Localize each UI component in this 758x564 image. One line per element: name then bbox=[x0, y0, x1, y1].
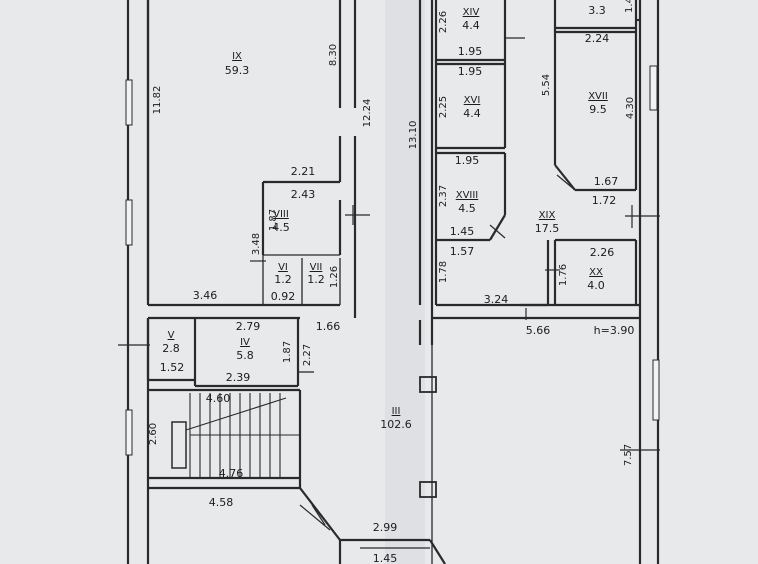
dimension-labels: 2.21 2.43 0.92 3.46 2.79 1.66 1.52 2.39 … bbox=[160, 32, 635, 564]
room-xviii-number: XVIII bbox=[456, 190, 479, 201]
dim-1-52: 1.52 bbox=[160, 361, 185, 374]
room-xiv-number: XIV bbox=[463, 7, 480, 18]
dim-5-66: 5.66 bbox=[526, 324, 551, 337]
room-ix-number: IX bbox=[232, 51, 242, 62]
dim-2-99: 2.99 bbox=[373, 521, 398, 534]
dim-2-26-b: 2.26 bbox=[590, 246, 615, 259]
dim-1-76: 1.76 bbox=[558, 264, 569, 286]
room-iii-number: III bbox=[392, 406, 401, 417]
dim-1-78: 1.78 bbox=[438, 261, 449, 283]
dim-0-92: 0.92 bbox=[271, 290, 296, 303]
dim-4-30: 4.30 bbox=[625, 97, 636, 119]
dim-2-25: 2.25 bbox=[438, 96, 449, 118]
dim-4-76: 4.76 bbox=[219, 467, 244, 480]
room-iii-area: 102.6 bbox=[380, 418, 412, 431]
dim-3-46: 3.46 bbox=[193, 289, 218, 302]
room-v-number: V bbox=[168, 330, 175, 341]
dim-4-60: 4.60 bbox=[206, 392, 231, 405]
dim-1-87-a: 1.87 bbox=[268, 209, 279, 231]
dim-1-66: 1.66 bbox=[316, 320, 341, 333]
room-xx-area: 4.0 bbox=[587, 279, 605, 292]
dim-1-72: 1.72 bbox=[592, 194, 617, 207]
room-viii-number: VIII bbox=[273, 209, 289, 220]
room-xvii-area: 9.5 bbox=[589, 103, 607, 116]
dim-3-48: 3.48 bbox=[251, 233, 262, 255]
left-walls bbox=[125, 0, 357, 564]
dim-ceiling-height: h=3.90 bbox=[594, 324, 635, 337]
room-xix-area: 17.5 bbox=[535, 222, 560, 235]
dim-1-45-bottom: 1.45 bbox=[373, 552, 398, 564]
room-viii-area: 4.5 bbox=[272, 221, 290, 234]
dim-1-67: 1.67 bbox=[594, 175, 619, 188]
dim-2-21: 2.21 bbox=[291, 165, 316, 178]
room-xvi-area: 4.4 bbox=[463, 107, 481, 120]
dim-1-95-c: 1.95 bbox=[455, 154, 480, 167]
room-xiv-area: 4.4 bbox=[462, 19, 480, 32]
dim-1-87-b: 1.87 bbox=[282, 341, 293, 363]
door-marks-right bbox=[489, 37, 660, 451]
room-xix-number: XIX bbox=[539, 210, 556, 221]
room-vii-number: VII bbox=[310, 262, 323, 273]
dim-1-45-a: 1.45 bbox=[450, 225, 475, 238]
room-ix-area: 59.3 bbox=[225, 64, 250, 77]
dim-1-57: 1.57 bbox=[450, 245, 475, 258]
room-v-area: 2.8 bbox=[162, 342, 180, 355]
page-spine bbox=[385, 0, 425, 564]
room-vii-area: 1.2 bbox=[307, 273, 325, 286]
dim-2-43: 2.43 bbox=[291, 188, 316, 201]
room-xx-number: XX bbox=[589, 267, 603, 278]
dim-2-79: 2.79 bbox=[236, 320, 261, 333]
room-xvi-number: XVI bbox=[464, 95, 481, 106]
room-iv-number: IV bbox=[240, 337, 250, 348]
dim-4-58: 4.58 bbox=[209, 496, 234, 509]
dim-2-60: 2.60 bbox=[148, 423, 159, 445]
dim-2-27: 2.27 bbox=[302, 344, 313, 366]
room-vi-number: VI bbox=[278, 262, 288, 273]
dim-1-95-a: 1.95 bbox=[458, 45, 483, 58]
dim-1-95-b: 1.95 bbox=[458, 65, 483, 78]
right-walls bbox=[340, 0, 660, 564]
dim-11-82: 11.82 bbox=[152, 86, 163, 115]
dim-3-24: 3.24 bbox=[484, 293, 509, 306]
room-top-right-area: 3.3 bbox=[588, 4, 606, 17]
staircase bbox=[185, 393, 300, 478]
door-marks-left bbox=[118, 205, 370, 531]
dim-2-37: 2.37 bbox=[438, 185, 449, 207]
dim-7-57: 7.57 bbox=[623, 444, 634, 466]
dim-2-24: 2.24 bbox=[585, 32, 610, 45]
room-xviii-area: 4.5 bbox=[458, 202, 476, 215]
room-vi-area: 1.2 bbox=[274, 273, 292, 286]
dim-2-26-a: 2.26 bbox=[438, 11, 449, 33]
dim-5-54: 5.54 bbox=[541, 74, 552, 96]
room-xvii-number: XVII bbox=[588, 91, 608, 102]
dim-2-39: 2.39 bbox=[226, 371, 251, 384]
dim-8-30: 8.30 bbox=[328, 44, 339, 66]
dimension-labels-vertical: 11.82 8.30 12.24 1.87 3.48 1.26 1.87 2.2… bbox=[148, 0, 636, 466]
dim-1-4: 1.4 bbox=[624, 0, 635, 13]
room-iv-area: 5.8 bbox=[236, 349, 254, 362]
dim-1-26: 1.26 bbox=[329, 266, 340, 288]
dim-12-24: 12.24 bbox=[362, 99, 373, 128]
dim-13-10: 13.10 bbox=[408, 121, 419, 150]
